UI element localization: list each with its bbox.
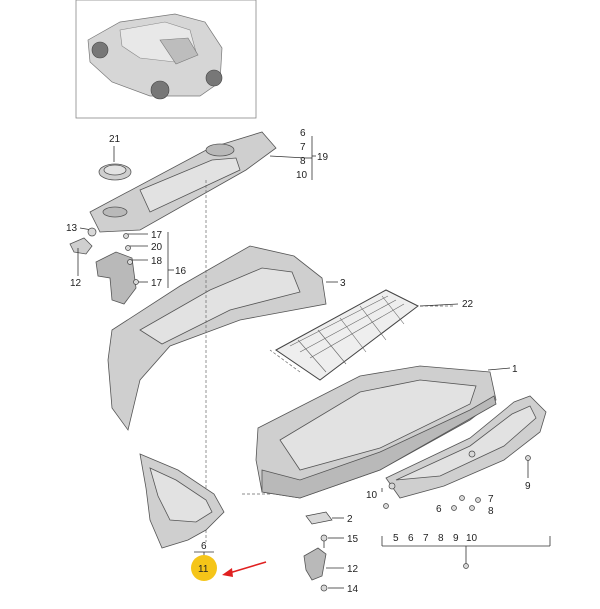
label-6-right: 6 (436, 504, 442, 515)
label-15: 15 (347, 534, 359, 545)
label-1: 1 (512, 364, 518, 375)
label-14: 14 (347, 584, 359, 595)
label-16: 16 (175, 266, 187, 277)
label-3: 3 (340, 278, 346, 289)
label-20: 20 (151, 242, 163, 253)
label-2: 2 (347, 514, 353, 525)
label-9-row: 9 (453, 533, 459, 544)
part-11-corner-panel[interactable] (139, 453, 225, 549)
label-7-row: 7 (423, 533, 429, 544)
label-12-bottom: 12 (347, 564, 359, 575)
bracket-16 (167, 232, 174, 288)
rear-trim-panel[interactable] (385, 395, 547, 499)
label-9: 9 (525, 481, 531, 492)
bottom-row-labels: 5 6 7 8 9 10 (393, 533, 478, 544)
label-10-right: 10 (366, 490, 378, 501)
part-12-hook[interactable] (303, 547, 344, 581)
part-21-cap[interactable] (98, 146, 132, 181)
label-17-bottom: 17 (151, 278, 163, 289)
part-22-net[interactable] (275, 289, 459, 381)
part-13-latch[interactable] (69, 227, 97, 255)
part-3-side-panel[interactable] (107, 245, 338, 431)
label-6-lower: 6 (201, 541, 207, 552)
label-10-row: 10 (466, 533, 478, 544)
label-8-row: 8 (438, 533, 444, 544)
label-7-right: 7 (488, 494, 494, 505)
label-13: 13 (66, 223, 78, 234)
label-10: 10 (296, 170, 308, 181)
label-8-right: 8 (488, 506, 494, 517)
car-icon (87, 13, 223, 100)
label-7: 7 (300, 142, 306, 153)
label-19: 19 (317, 152, 329, 163)
label-6-row: 6 (408, 533, 414, 544)
label-5: 5 (393, 533, 399, 544)
part-1-trunk-tub[interactable] (255, 365, 511, 499)
fasteners-17-20-18[interactable] (123, 233, 149, 285)
label-18: 18 (151, 256, 163, 267)
part-14-nut[interactable] (320, 584, 344, 592)
car-thumbnail[interactable] (75, 0, 257, 119)
bracket-19 (269, 136, 316, 180)
fasteners-right[interactable] (381, 455, 531, 511)
part-19-top-panel[interactable] (89, 131, 277, 233)
red-arrow-icon (222, 561, 267, 577)
part-2-clip[interactable] (305, 511, 344, 525)
label-11[interactable]: 11 (198, 564, 209, 575)
label-12: 12 (70, 278, 82, 289)
bracket-bottom-row (381, 536, 551, 569)
label-6: 6 (300, 128, 306, 139)
label-21: 21 (109, 134, 121, 145)
part-15-screw[interactable] (320, 534, 344, 548)
part-12-bracket[interactable] (77, 248, 137, 305)
label-17-top: 17 (151, 230, 163, 241)
label-22: 22 (462, 299, 474, 310)
highlight-marker (191, 555, 217, 581)
label-8: 8 (300, 156, 306, 167)
